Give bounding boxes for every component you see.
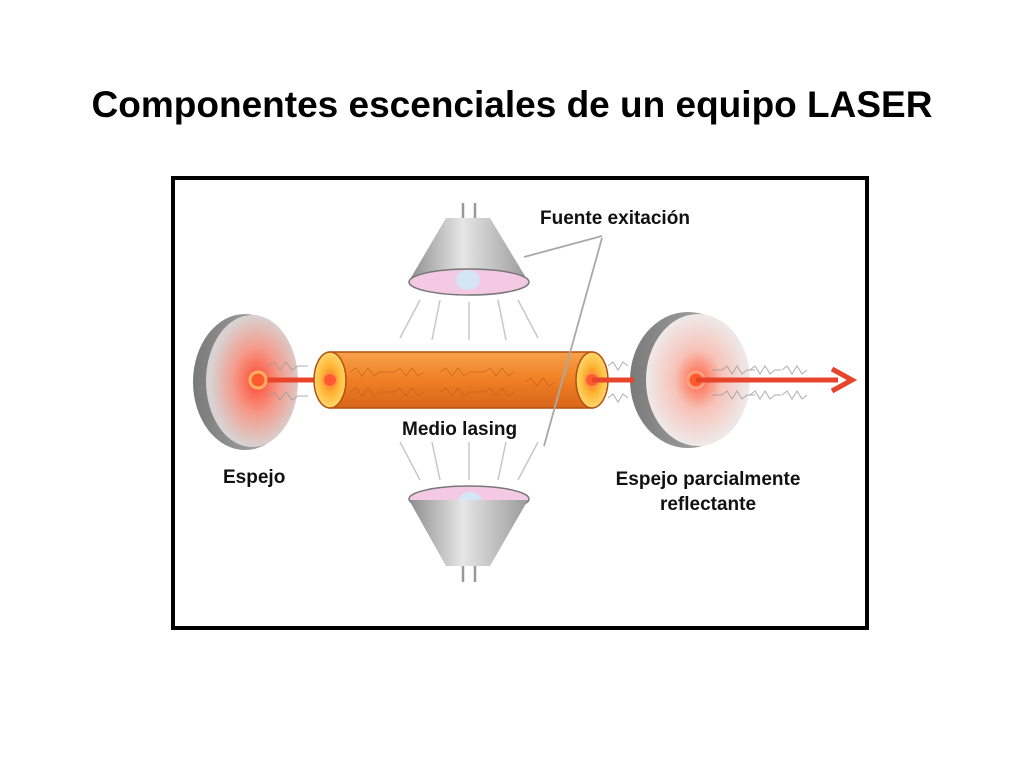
wave-lines — [267, 361, 808, 403]
label-espejo: Espejo — [223, 467, 286, 488]
top-lamp — [408, 203, 530, 296]
label-medio-lasing: Medio lasing — [402, 419, 518, 440]
label-fuente-exitacion: Fuente exitación — [540, 208, 690, 229]
output-beam — [686, 366, 858, 394]
lasing-medium-tube — [313, 351, 609, 409]
bottom-lamp-rays — [399, 441, 539, 481]
source-leader-lines — [523, 235, 603, 447]
label-partial-mirror-line1: Espejo parcialmente — [615, 469, 801, 490]
output-arrow-icon — [830, 366, 858, 394]
slide-title: Componentes escenciales de un equipo LAS… — [91, 84, 933, 125]
top-lamp-rays — [399, 299, 539, 341]
bottom-lamp — [408, 485, 530, 582]
label-partial-mirror-line2: reflectante — [659, 494, 757, 515]
label-espejo-parcialmente-reflectante: Espejo parcialmente reflectante — [578, 467, 838, 517]
